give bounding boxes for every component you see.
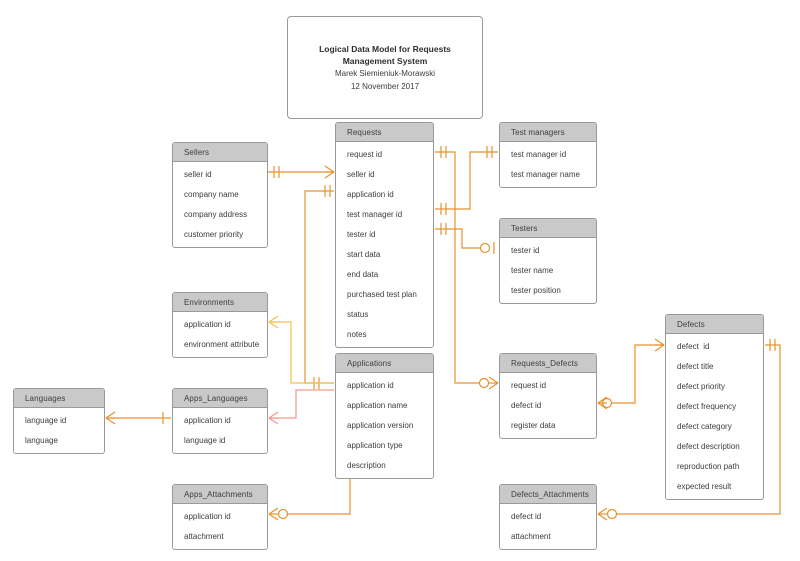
attribute-row: application id: [347, 189, 394, 199]
attribute-row: language id: [25, 415, 67, 425]
entity-sellers[interactable]: Sellers seller id company name company addr…: [172, 142, 268, 248]
attribute-row: environment attribute: [184, 339, 260, 349]
entity-attributes-requests_defects: request id defect id register data: [500, 373, 596, 438]
edge-applications-requests: [304, 185, 334, 389]
title-box: Logical Data Model for Requests Manageme…: [287, 16, 483, 119]
attribute-row: tester position: [511, 285, 561, 295]
attribute-row: seller id: [347, 169, 375, 179]
edge-applications-apps_languages: [268, 389, 334, 425]
edge-requests-testers: [435, 223, 495, 254]
attribute-row: customer priority: [184, 229, 244, 239]
entity-title-apps_languages: Apps_Languages: [173, 389, 267, 408]
entity-attributes-defects: defect id defect title defect priority defe…: [666, 334, 763, 499]
attribute-row: reproduction path: [677, 461, 740, 471]
attribute-row: defect id: [511, 511, 542, 521]
edge-sellers-requests: [268, 165, 335, 179]
entity-attributes-environments: application id environment attribute: [173, 312, 267, 357]
attribute-row: register data: [511, 420, 556, 430]
attribute-row: expected result: [677, 481, 732, 491]
attribute-row: description: [347, 460, 386, 470]
attribute-row: seller id: [184, 169, 212, 179]
entity-title-test_managers: Test managers: [500, 123, 596, 142]
edge-applications-environments: [268, 315, 334, 384]
entity-title-defects_attachments: Defects_Attachments: [500, 485, 596, 504]
entity-defects[interactable]: Defects defect id defect title defect prior…: [665, 314, 764, 500]
attribute-row: test manager name: [511, 169, 580, 179]
edge-requests-test_managers: [435, 146, 498, 215]
attribute-row: application id: [347, 380, 394, 390]
attribute-row: test manager id: [347, 209, 403, 219]
attribute-row: defect priority: [677, 381, 726, 391]
attribute-row: request id: [347, 149, 383, 159]
entity-attributes-requests: request id seller id application id test ma…: [336, 142, 433, 347]
entity-attributes-apps_languages: application id language id: [173, 408, 267, 453]
entity-attributes-defects_attachments: defect id attachment: [500, 504, 596, 549]
entity-attributes-apps_attachments: application id attachment: [173, 504, 267, 549]
attribute-row: defect frequency: [677, 401, 737, 411]
entity-title-environments: Environments: [173, 293, 267, 312]
attribute-row: defect title: [677, 361, 714, 371]
attribute-row: status: [347, 309, 369, 319]
attribute-row: request id: [511, 380, 547, 390]
attribute-row: defect description: [677, 441, 740, 451]
entity-attributes-testers: tester id tester name tester position: [500, 238, 596, 303]
entity-title-requests: Requests: [336, 123, 433, 142]
attribute-row: application name: [347, 400, 408, 410]
attribute-row: notes: [347, 329, 367, 339]
attribute-row: end data: [347, 269, 379, 279]
attribute-row: defect id: [511, 400, 542, 410]
edge-requests-requests_defects: [435, 146, 499, 390]
attribute-row: start data: [347, 249, 381, 259]
attribute-row: defect id: [677, 341, 710, 351]
diagram-date: 12 November 2017: [350, 81, 420, 91]
attribute-row: language: [25, 435, 58, 445]
diagram-title: Logical Data Model for Requests Manageme…: [319, 43, 451, 66]
edge-languages-apps_languages: [105, 411, 171, 425]
entity-apps_attachments[interactable]: Apps_Attachments application id attachment: [172, 484, 268, 550]
entity-attributes-test_managers: test manager id test manager name: [500, 142, 596, 187]
entity-applications[interactable]: Applications application id application na…: [335, 353, 434, 479]
attribute-row: application type: [347, 440, 403, 450]
entity-attributes-sellers: seller id company name company address cust…: [173, 162, 267, 247]
entity-title-apps_attachments: Apps_Attachments: [173, 485, 267, 504]
attribute-row: tester id: [511, 245, 540, 255]
entity-languages[interactable]: Languages language id language: [13, 388, 105, 454]
entity-title-defects: Defects: [666, 315, 763, 334]
attribute-row: application id: [184, 415, 231, 425]
attribute-row: application version: [347, 420, 414, 430]
attribute-row: tester name: [511, 265, 554, 275]
attribute-row: purchased test plan: [347, 289, 417, 299]
attribute-row: defect category: [677, 421, 732, 431]
entity-testers[interactable]: Testers tester id tester name tester positi…: [499, 218, 597, 304]
attribute-row: tester id: [347, 229, 376, 239]
attribute-row: test manager id: [511, 149, 567, 159]
attribute-row: application id: [184, 319, 231, 329]
edge-requests_defects-defects: [597, 338, 665, 410]
attribute-row: application id: [184, 511, 231, 521]
entity-requests[interactable]: Requests request id seller id application i…: [335, 122, 434, 348]
entity-title-testers: Testers: [500, 219, 596, 238]
entity-apps_languages[interactable]: Apps_Languages application id language id: [172, 388, 268, 454]
entity-attributes-languages: language id language: [14, 408, 104, 453]
attribute-row: company name: [184, 189, 239, 199]
attribute-row: company address: [184, 209, 248, 219]
attribute-row: attachment: [511, 531, 551, 541]
attribute-row: attachment: [184, 531, 224, 541]
entity-title-languages: Languages: [14, 389, 104, 408]
entity-title-requests_defects: Requests_Defects: [500, 354, 596, 373]
diagram-author: Marek Siemieniuk-Morawski: [334, 68, 436, 78]
entity-attributes-applications: application id application name applicatio…: [336, 373, 433, 478]
entity-title-applications: Applications: [336, 354, 433, 373]
entity-title-sellers: Sellers: [173, 143, 267, 162]
entity-environments[interactable]: Environments application id environment at…: [172, 292, 268, 358]
attribute-row: language id: [184, 435, 226, 445]
